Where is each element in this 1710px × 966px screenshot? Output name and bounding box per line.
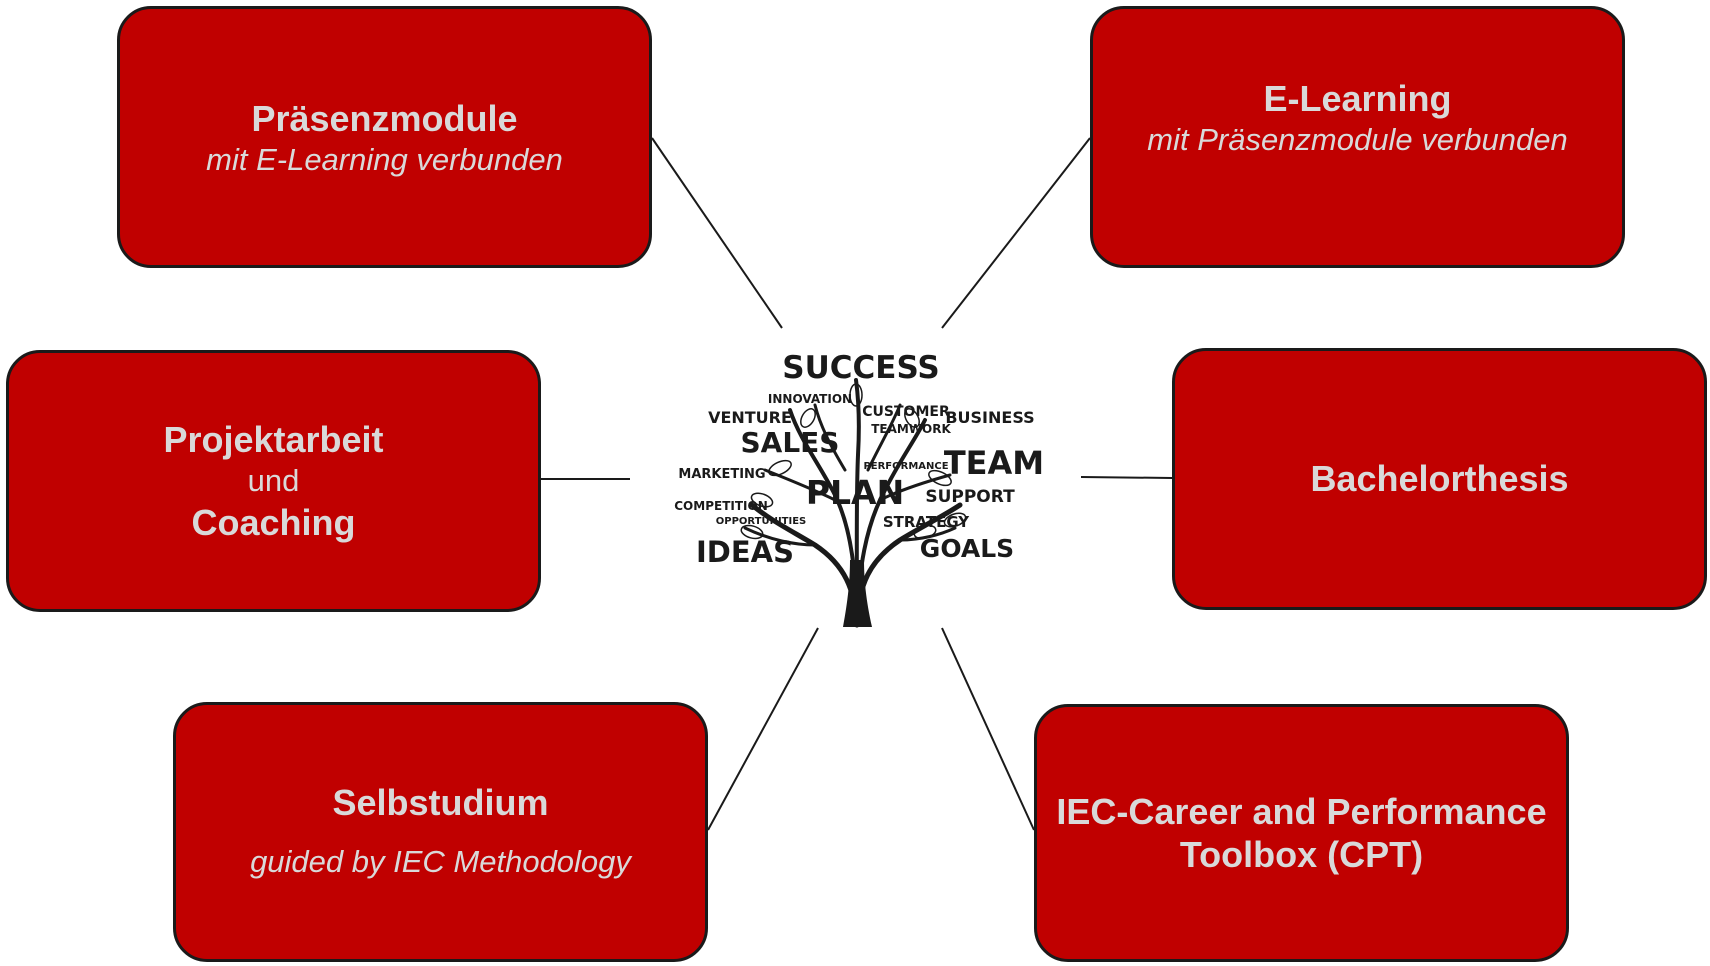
box-title-line-1: IEC-Career and Performance — [1056, 790, 1547, 832]
word-support: SUPPORT — [925, 487, 1015, 507]
box-subtitle: mit E-Learning verbunden — [206, 142, 563, 178]
connector-iec — [941, 627, 1035, 831]
word-goals: GOALS — [920, 534, 1014, 563]
box-title-line-2: Toolbox (CPT) — [1179, 834, 1424, 875]
word-teamwork: TEAMWORK — [871, 422, 951, 436]
box-e-learning: E-Learning mit Präsenzmodule verbunden — [1090, 6, 1625, 268]
word-business: BUSINESS — [945, 408, 1034, 427]
word-sales: SALES — [741, 426, 840, 459]
box-connector-word: und — [247, 462, 300, 498]
word-venture: VENTURE — [708, 408, 792, 427]
connector-elearning — [941, 137, 1091, 329]
word-marketing: MARKETING — [678, 467, 765, 482]
box-subtitle: mit Präsenzmodule verbunden — [1147, 122, 1568, 158]
word-customer: CUSTOMER — [862, 404, 950, 420]
tree-leaves — [740, 383, 967, 540]
box-praesenzmodule: Präsenzmodule mit E-Learning verbunden — [117, 6, 652, 268]
connector-praesenz — [651, 137, 783, 329]
box-selbstudium: Selbstudium guided by IEC Methodology — [173, 702, 708, 962]
tree-trunk — [843, 560, 872, 627]
word-success: SUCCESS — [782, 350, 939, 386]
word-plan: PLAN — [806, 473, 904, 512]
word-strategy: STRATEGY — [883, 513, 970, 531]
box-subtitle: guided by IEC Methodology — [250, 844, 631, 880]
word-innovation: INNOVATION — [768, 392, 852, 406]
box-projektarbeit: Projektarbeit und Coaching — [6, 350, 541, 612]
word-team: TEAM — [944, 444, 1044, 482]
word-ideas: IDEAS — [696, 535, 794, 569]
box-bachelorthesis: Bachelorthesis — [1172, 348, 1707, 610]
box-iec-cpt: IEC-Career and Performance Toolbox (CPT) — [1034, 704, 1569, 962]
connector-selbst — [707, 627, 819, 831]
box-title: E-Learning — [1263, 78, 1452, 119]
connector-bachelor — [1080, 476, 1173, 479]
word-performance: PERFORMANCE — [863, 461, 948, 472]
box-title-2: Coaching — [191, 502, 356, 544]
box-title: Projektarbeit — [163, 418, 384, 460]
word-competition: COMPETITION — [674, 499, 768, 513]
box-title: Präsenzmodule — [251, 98, 518, 139]
box-title: Bachelorthesis — [1310, 458, 1569, 500]
box-title: Selbstudium — [332, 782, 549, 824]
word-opportunities: OPPORTUNITIES — [716, 516, 807, 527]
